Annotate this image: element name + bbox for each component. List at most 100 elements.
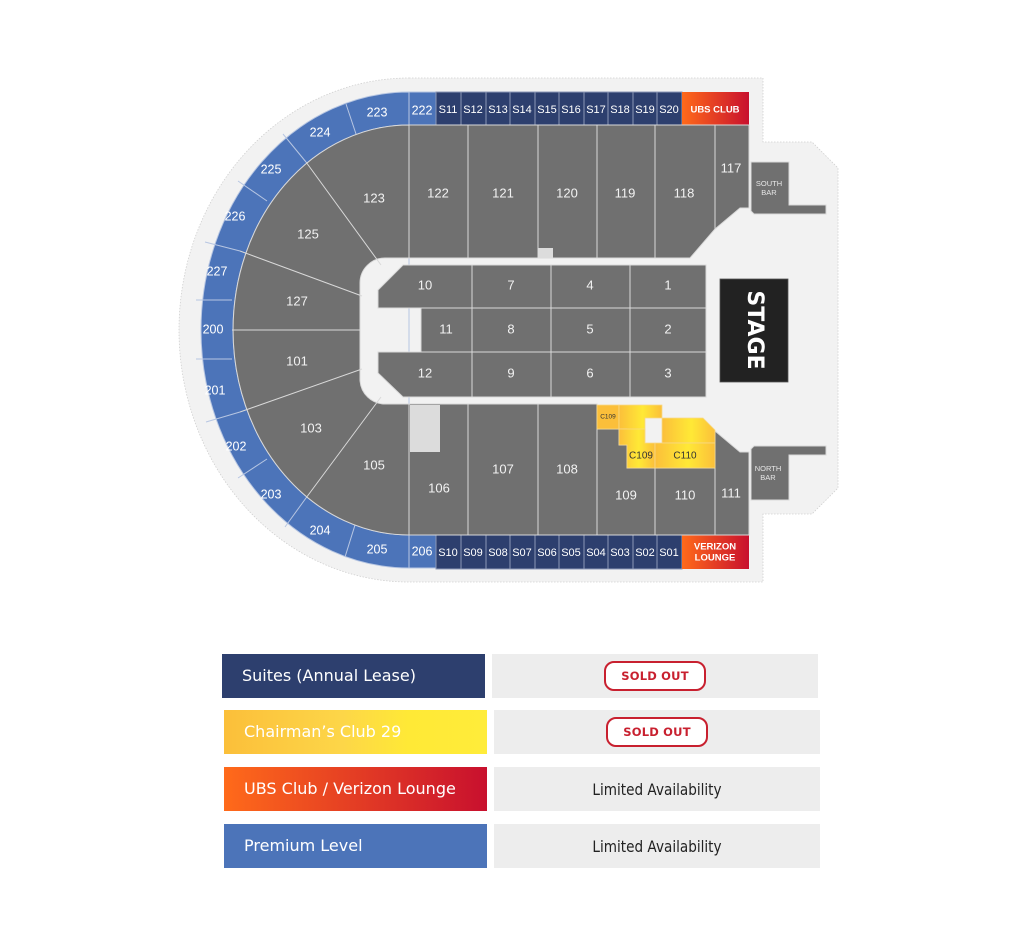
suite-s13[interactable] [485, 91, 511, 126]
south-bar[interactable] [750, 161, 827, 215]
lower-sideline-top: 122 121 120 119 118 117 [408, 124, 750, 259]
tunnel-top [538, 248, 553, 258]
svg-text:S15: S15 [537, 104, 557, 116]
svg-text:203: 203 [261, 487, 282, 501]
svg-text:NORTH: NORTH [755, 464, 782, 473]
svg-text:S19: S19 [635, 104, 655, 116]
svg-text:4: 4 [586, 277, 593, 292]
floor-1[interactable] [629, 264, 707, 309]
svg-text:1: 1 [664, 277, 671, 292]
svg-text:2: 2 [664, 321, 671, 336]
floor-8[interactable] [471, 307, 552, 353]
svg-text:S12: S12 [463, 104, 483, 116]
legend-status-ubs-verizon: Limited Availability [494, 767, 820, 811]
section-119[interactable] [596, 124, 656, 259]
legend-swatch-suites: Suites (Annual Lease) [222, 654, 485, 698]
suite-s02[interactable] [632, 534, 658, 570]
limited-availability-text: Limited Availability [592, 779, 722, 799]
svg-text:BAR: BAR [761, 188, 777, 197]
floor-4[interactable] [550, 264, 631, 309]
svg-text:101: 101 [286, 353, 308, 368]
svg-text:125: 125 [297, 226, 319, 241]
suite-s17[interactable] [583, 91, 609, 126]
floor-3[interactable] [629, 351, 707, 398]
legend-swatch-chairmans-club: Chairman’s Club 29 [224, 710, 487, 754]
svg-text:120: 120 [556, 185, 578, 200]
suite-s09[interactable] [460, 534, 487, 570]
svg-text:225: 225 [261, 162, 282, 176]
floor-7[interactable] [471, 264, 552, 309]
suite-s05[interactable] [558, 534, 585, 570]
svg-text:204: 204 [310, 523, 331, 537]
stage [719, 278, 789, 383]
svg-text:110: 110 [675, 487, 696, 502]
floor-11[interactable] [420, 307, 473, 353]
section-222[interactable] [408, 91, 437, 126]
legend-status-suites: SOLD OUT [492, 654, 818, 698]
legend-status-chairmans-club: SOLD OUT [494, 710, 820, 754]
svg-text:5: 5 [586, 321, 593, 336]
svg-text:S01: S01 [659, 547, 679, 559]
suite-s19[interactable] [632, 91, 658, 126]
svg-text:S10: S10 [438, 547, 458, 559]
svg-text:201: 201 [205, 383, 226, 397]
ubs-club-label: UBS CLUB [690, 105, 739, 116]
tunnel-bottom [410, 405, 440, 452]
sold-out-badge: SOLD OUT [606, 717, 708, 747]
suite-s14[interactable] [509, 91, 536, 126]
arena-seating-map: 222 223 224 225 226 227 200 201 202 203 … [178, 77, 839, 583]
section-122[interactable] [408, 124, 469, 259]
floor-12[interactable] [377, 351, 473, 398]
svg-text:107: 107 [492, 461, 514, 476]
svg-text:S14: S14 [512, 104, 532, 116]
suite-s16[interactable] [558, 91, 585, 126]
svg-text:S18: S18 [610, 104, 630, 116]
suite-s18[interactable] [607, 91, 634, 126]
verizon-lounge[interactable] [682, 535, 749, 569]
legend-swatch-ubs-verizon: UBS Club / Verizon Lounge [224, 767, 487, 811]
ubs-club[interactable] [682, 92, 749, 125]
svg-text:S04: S04 [586, 547, 606, 559]
chairman-upper-right[interactable] [661, 417, 716, 444]
legend-swatch-premium-level: Premium Level [224, 824, 487, 868]
legend-row-premium-level: Premium Level Limited Availability [222, 824, 822, 868]
section-121[interactable] [467, 124, 539, 259]
floor-2[interactable] [629, 307, 707, 353]
section-108[interactable] [537, 403, 598, 536]
svg-text:226: 226 [225, 209, 246, 223]
svg-text:7: 7 [507, 277, 514, 292]
section-118[interactable] [654, 124, 716, 259]
svg-text:S02: S02 [635, 547, 655, 559]
svg-text:106: 106 [428, 480, 450, 495]
svg-text:111: 111 [721, 485, 741, 500]
section-111[interactable] [714, 429, 750, 536]
suite-s03[interactable] [607, 534, 634, 570]
section-107[interactable] [467, 403, 539, 536]
svg-text:S09: S09 [463, 547, 483, 559]
svg-text:S05: S05 [561, 547, 581, 559]
legend-row-suites: Suites (Annual Lease) SOLD OUT [222, 654, 822, 698]
svg-text:109: 109 [615, 487, 637, 502]
svg-text:11: 11 [439, 321, 453, 336]
svg-text:205: 205 [367, 542, 388, 556]
suite-s11[interactable] [435, 91, 462, 126]
svg-text:118: 118 [674, 185, 695, 200]
floor-6[interactable] [550, 351, 631, 398]
svg-text:LOUNGE: LOUNGE [695, 553, 736, 564]
svg-text:S03: S03 [610, 547, 630, 559]
suites-top-row: S11 S12 S13 S14 S15 S16 S17 S18 S19 S20 [435, 91, 683, 126]
chairman-c110[interactable] [654, 442, 716, 469]
suite-s15[interactable] [534, 91, 560, 126]
svg-text:12: 12 [418, 365, 432, 380]
svg-text:9: 9 [507, 365, 514, 380]
stage-label: STAGE [742, 290, 767, 369]
lower-bowl-end: 123 125 127 101 103 105 [232, 124, 410, 536]
svg-text:VERIZON: VERIZON [694, 542, 736, 553]
svg-text:C109: C109 [600, 414, 616, 421]
suite-s04[interactable] [583, 534, 609, 570]
legend-status-premium-level: Limited Availability [494, 824, 820, 868]
section-117[interactable] [714, 124, 750, 231]
suite-s06[interactable] [534, 534, 560, 570]
limited-availability-text: Limited Availability [592, 836, 722, 856]
north-bar[interactable] [750, 445, 827, 501]
